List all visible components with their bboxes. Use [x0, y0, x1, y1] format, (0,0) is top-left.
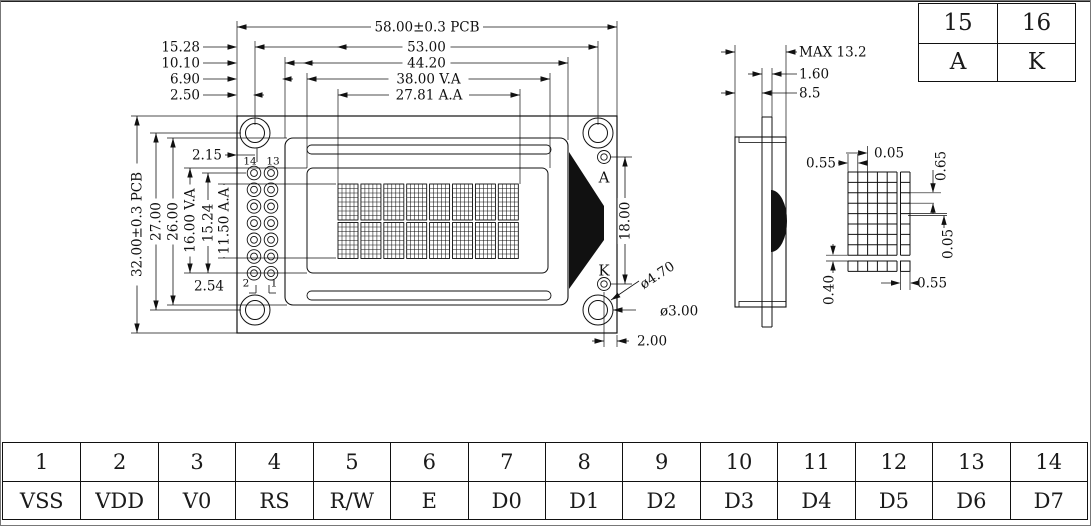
pin-name-cell: D6 [932, 481, 1010, 519]
pin-number-cell: 6 [390, 443, 468, 481]
pin-name-cell: V0 [157, 481, 236, 519]
pin-name-cell: D7 [1009, 481, 1087, 519]
pin-name-cell: D1 [545, 481, 623, 519]
dim-3: 38.00 V.A [396, 72, 461, 88]
pin-13-label: 13 [266, 156, 279, 168]
dim-0: 32.00±0.3 PCB [130, 172, 146, 277]
pin-number-cell: 9 [622, 443, 700, 481]
pin-number-cell: 7 [467, 443, 545, 481]
backlight-number-cell: 16 [997, 4, 1075, 43]
pin-2-label: 2 [243, 278, 250, 290]
dim-3: 16.00 V.A [183, 188, 199, 253]
dim-2: 26.00 [166, 202, 182, 241]
dim-dot-height: 0.65 [934, 151, 950, 181]
pin-name-cell: VDD [80, 481, 158, 519]
pin-name-cell: R/W [312, 481, 391, 519]
pin-14-label: 14 [243, 156, 257, 168]
pin-number-cell: 13 [932, 443, 1010, 481]
dim-1: 53.00 [407, 40, 446, 56]
dim-1: 27.00 [149, 202, 165, 241]
anode-label: A [598, 169, 610, 187]
pin-name-cell: D2 [622, 481, 700, 519]
dim-hole-outer: ø4.70 [637, 258, 678, 292]
pin-number-cell: 12 [854, 443, 933, 481]
dim-dot-width: 0.55 [806, 156, 836, 172]
dim-depth-max: MAX 13.2 [799, 45, 867, 61]
dim-offset: 15.28 [161, 40, 200, 56]
pin-number-cell: 10 [699, 443, 778, 481]
dim-standoff: 8.5 [799, 86, 820, 102]
dim-4: 27.81 A.A [396, 88, 463, 104]
dim-pcb-thickness: 1.60 [799, 67, 829, 83]
pin-name-cell: D5 [854, 481, 933, 519]
backlight-name-cell: K [997, 42, 1075, 81]
dim-offset: 2.50 [170, 88, 200, 104]
dim-2: 44.20 [407, 56, 446, 72]
pin-number-cell: 14 [1009, 443, 1087, 481]
dim-0: 58.00±0.3 PCB [374, 20, 479, 36]
pin-name-cell: D3 [699, 481, 778, 519]
dim-dot-gap-h: 0.05 [874, 146, 904, 162]
dim-backlight-span: 18.00 [618, 202, 634, 241]
pin-name-cell: E [390, 481, 468, 519]
dim-dot-gap-v: 0.05 [941, 229, 957, 259]
dim-5: 11.50 A.A [217, 187, 233, 254]
pin-number-cell: 1 [3, 443, 81, 481]
pin-number-cell: 8 [545, 443, 623, 481]
cathode-label: K [598, 262, 610, 280]
backlight-name-cell: A [919, 42, 997, 81]
pin-number-cell: 5 [312, 443, 391, 481]
dim-pin-edge: 2.15 [192, 148, 222, 164]
backlight-number-cell: 15 [919, 4, 997, 43]
pin-1-label: 1 [271, 278, 278, 290]
pin-number-cell: 4 [235, 443, 313, 481]
dim-col-pitch: 0.55 [917, 276, 947, 292]
dim-row-gap: 0.40 [822, 275, 838, 305]
dim-offset: 10.10 [161, 56, 200, 72]
dim-pin-pitch: 2.54 [194, 279, 224, 295]
pin-number-cell: 2 [80, 443, 158, 481]
side-view [734, 116, 787, 328]
dot-matrix-detail [847, 171, 911, 272]
pin-number-cell: 11 [777, 443, 855, 481]
pin-name-cell: D0 [467, 481, 545, 519]
dim-hole-edge: 2.00 [637, 334, 667, 350]
pin-name-cell: D4 [777, 481, 855, 519]
dim-4: 15.24 [201, 204, 217, 243]
dim-hole-inner: ø3.00 [660, 304, 698, 320]
front-view [236, 115, 618, 334]
pin-number-cell: 3 [157, 443, 236, 481]
pin-name-cell: VSS [3, 481, 81, 519]
dim-offset: 6.90 [170, 72, 200, 88]
pin-name-cell: RS [235, 481, 313, 519]
